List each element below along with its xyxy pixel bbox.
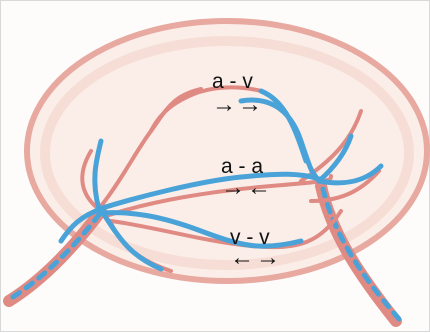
aa-flow-arrows: →← [221,176,273,200]
vv-flow-arrows: ←→ [230,246,282,270]
av-anastomosis-label: a - v [212,71,253,92]
av-flow-arrows: →→ [212,93,264,117]
